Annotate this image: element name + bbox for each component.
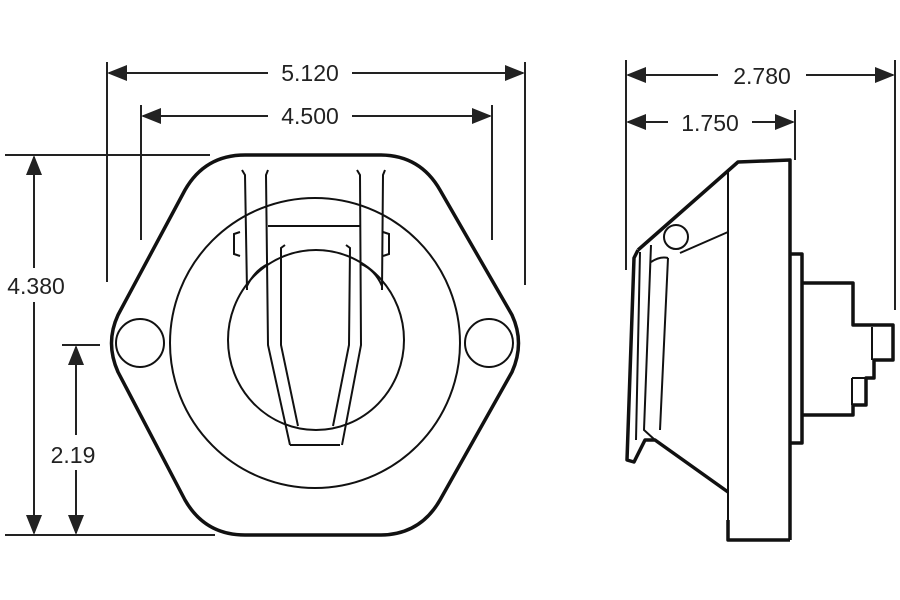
mounting-hole-left xyxy=(115,318,165,368)
connector-pins xyxy=(851,327,873,405)
hinge-pin-right xyxy=(382,231,390,257)
mounting-hole-right xyxy=(464,318,514,368)
side-body-outline xyxy=(636,158,792,542)
lid-side-detail xyxy=(635,231,729,441)
mounting-plate-outline xyxy=(109,153,521,537)
side-view xyxy=(625,158,895,542)
lid-gasket xyxy=(246,263,383,287)
lid-hinge-arm-right xyxy=(341,169,386,446)
lid-lip xyxy=(625,249,730,494)
body-outer-circle xyxy=(169,197,461,489)
front-view xyxy=(109,153,521,537)
hinge-pin-left xyxy=(233,231,241,257)
socket-face xyxy=(227,249,405,431)
dim-center-height: 2.19 xyxy=(51,442,96,468)
front-dimensions: 5.120 4.500 4.380 2.19 xyxy=(5,60,526,536)
connector-boot xyxy=(790,252,895,445)
dim-mount-spacing: 4.500 xyxy=(281,103,339,129)
hinge-pin-side xyxy=(663,224,689,250)
side-dimensions: 2.780 1.750 xyxy=(625,60,896,310)
dim-overall-height: 4.380 xyxy=(7,273,65,299)
dim-overall-depth: 2.780 xyxy=(733,63,791,89)
dim-overall-width: 5.120 xyxy=(281,60,339,86)
lid-hinge-arm-left xyxy=(241,169,291,446)
spring-lid xyxy=(280,244,352,446)
dim-body-depth: 1.750 xyxy=(681,110,739,136)
